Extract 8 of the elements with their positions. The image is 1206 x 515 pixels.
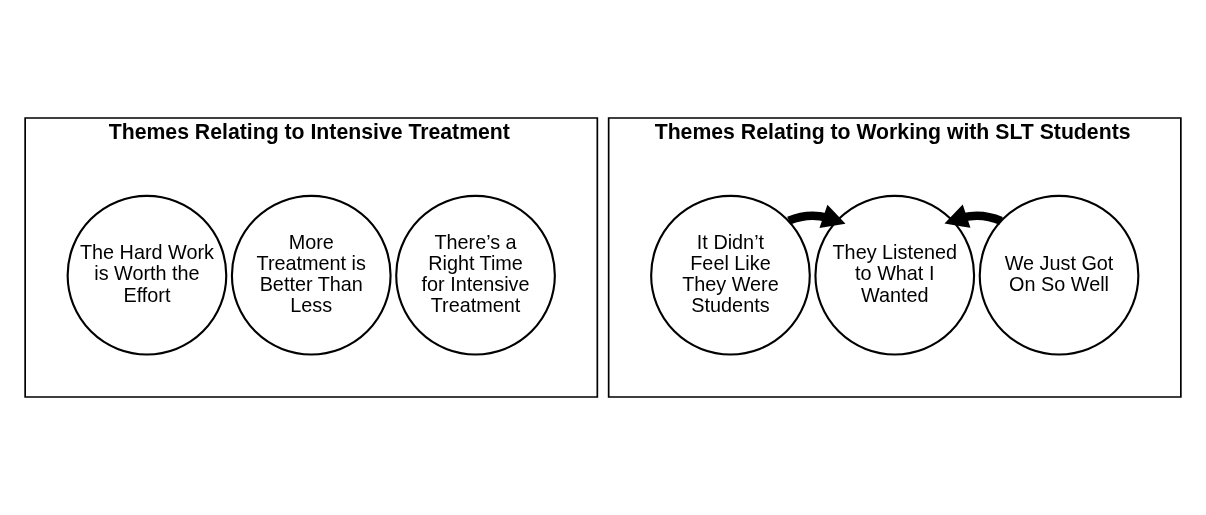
arrow: [787, 204, 846, 228]
node-circle: It Didn’t Feel Like They Were Students: [650, 194, 811, 356]
node-circle: There’s a Right Time for Intensive Treatment: [395, 194, 556, 356]
node-circle: We Just Got On So Well: [978, 194, 1140, 356]
node-circle: They Listened to What I Wanted: [814, 194, 976, 356]
node-circle: More Treatment is Better Than Less: [230, 194, 392, 356]
arrow: [944, 204, 1003, 228]
node-circle: The Hard Work is Worth the Effort: [66, 194, 228, 356]
